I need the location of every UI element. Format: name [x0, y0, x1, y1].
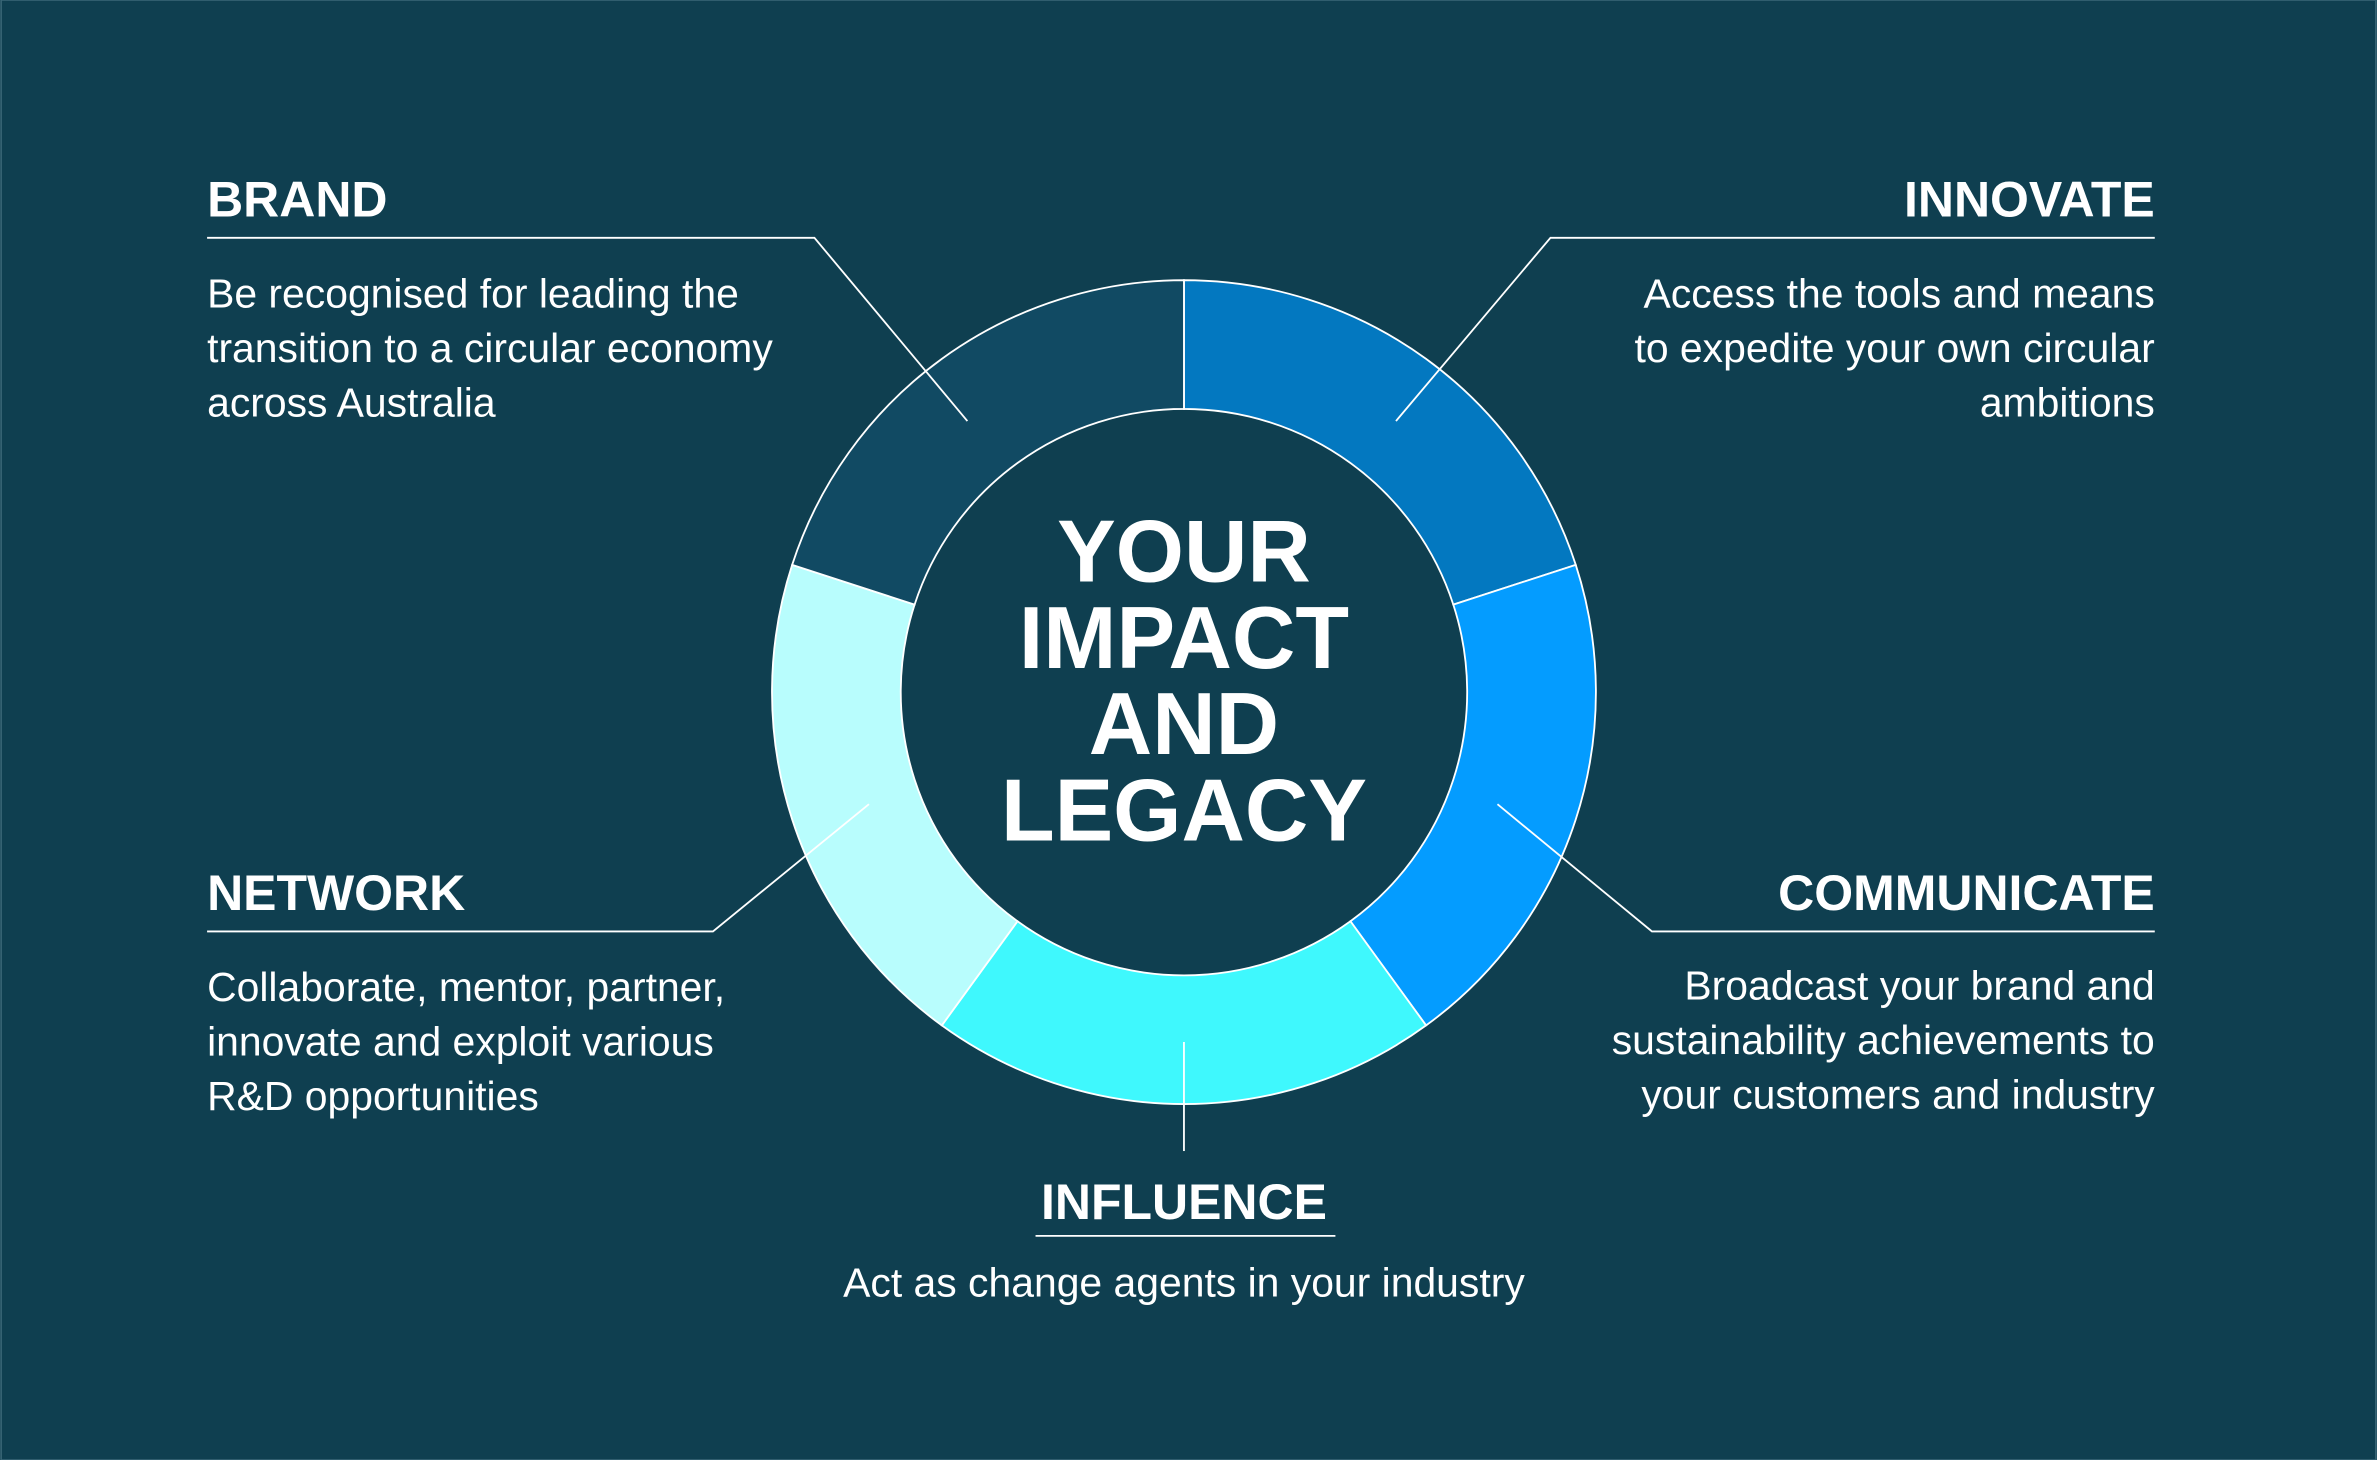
center-title-line: AND	[1089, 674, 1279, 773]
brand-connector	[207, 236, 969, 422]
communicate-description: Broadcast your brand and	[1684, 963, 2154, 1009]
brand-title: BRAND	[207, 172, 387, 228]
center-title-line: YOUR	[1057, 502, 1311, 601]
network-callout: NETWORK Collaborate, mentor, partner, in…	[207, 865, 725, 1119]
center-title-line: IMPACT	[1019, 588, 1349, 687]
network-description: R&D opportunities	[207, 1073, 539, 1119]
brand-description: Be recognised for leading the	[207, 270, 739, 316]
impact-ring	[771, 279, 1597, 1105]
innovate-description: Access the tools and means	[1644, 270, 2155, 316]
communicate-callout: COMMUNICATE Broadcast your brand and sus…	[1612, 865, 2156, 1117]
ring-segment-network	[771, 563, 1019, 1027]
innovate-description: to expedite your own circular	[1634, 325, 2154, 371]
network-title: NETWORK	[207, 865, 465, 921]
network-description: innovate and exploit various	[207, 1019, 714, 1065]
ring-segment-influence	[940, 919, 1428, 1105]
center-title: YOUR IMPACT AND LEGACY	[1001, 502, 1367, 860]
brand-callout: BRAND Be recognised for leading the tran…	[207, 172, 773, 426]
innovate-callout: INNOVATE Access the tools and means to e…	[1634, 172, 2154, 426]
innovate-connector	[1395, 236, 2155, 422]
brand-description: transition to a circular economy	[207, 325, 773, 371]
network-description: Collaborate, mentor, partner,	[207, 964, 725, 1010]
communicate-description: sustainability achievements to	[1612, 1017, 2155, 1063]
brand-description: across Australia	[207, 379, 496, 425]
network-connector	[207, 803, 870, 933]
ring-segment-innovate	[1183, 279, 1577, 606]
influence-callout: INFLUENCE Act as change agents in your i…	[843, 1174, 1525, 1305]
influence-title: INFLUENCE	[1041, 1174, 1327, 1230]
communicate-title: COMMUNICATE	[1778, 865, 2155, 921]
ring-segment-brand	[791, 279, 1185, 606]
innovate-description: ambitions	[1980, 379, 2155, 425]
ring-segment-communicate	[1349, 563, 1597, 1027]
innovate-title: INNOVATE	[1904, 172, 2155, 228]
influence-description: Act as change agents in your industry	[843, 1259, 1525, 1305]
communicate-description: your customers and industry	[1641, 1072, 2155, 1118]
center-title-line: LEGACY	[1001, 761, 1367, 860]
communicate-connector	[1496, 803, 2155, 933]
